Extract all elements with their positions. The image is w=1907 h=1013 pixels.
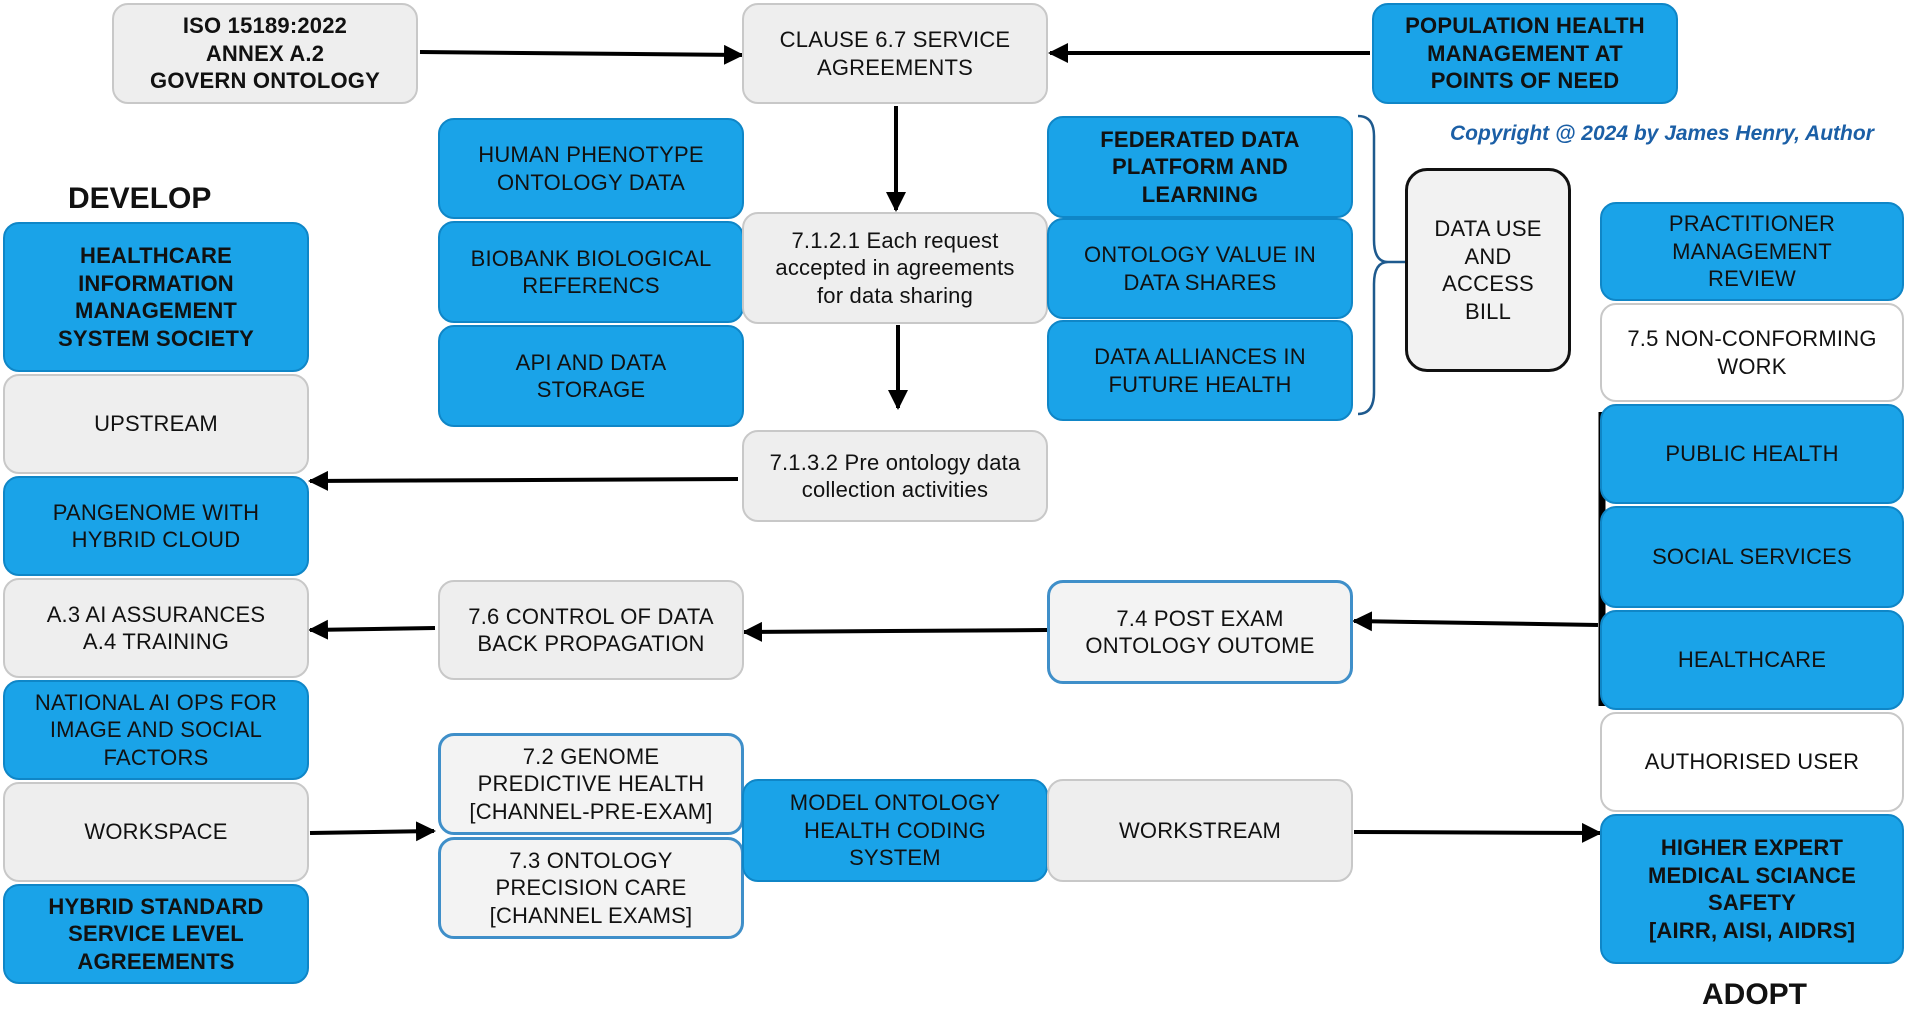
right-box-practitioner: PRACTITIONER MANAGEMENT REVIEW	[1600, 202, 1904, 301]
human-phenotype-box: HUMAN PHENOTYPE ONTOLOGY DATA	[438, 118, 744, 219]
left-box-pangenome: PANGENOME WITH HYBRID CLOUD	[3, 476, 309, 576]
arrow-pre-to-upstream	[308, 470, 739, 491]
adopt-label: ADOPT	[1702, 978, 1807, 1011]
arrow-iso-to-clause	[419, 44, 744, 65]
left-box-hybrid-standard: HYBRID STANDARD SERVICE LEVEL AGREEMENTS	[3, 884, 309, 984]
develop-label: DEVELOP	[68, 182, 212, 215]
left-box-healthcare-information: HEALTHCARE INFORMATION MANAGEMENT SYSTEM…	[3, 222, 309, 372]
left-box-upstream: UPSTREAM	[3, 374, 309, 474]
request-7-1-2-1-box: 7.1.2.1 Each request accepted in agreeme…	[742, 212, 1048, 324]
right-box-social-services: SOCIAL SERVICES	[1600, 506, 1904, 608]
biobank-box: BIOBANK BIOLOGICAL REFERENCS	[438, 221, 744, 323]
left-box-workspace: WORKSPACE	[3, 782, 309, 882]
arrow-right-to-post	[1352, 611, 1599, 632]
workstream-box: WORKSTREAM	[1047, 779, 1353, 882]
arrow-post-to-control	[742, 621, 1048, 642]
left-box-ai-assurances: A.3 AI ASSURANCES A.4 TRAINING	[3, 578, 309, 678]
right-box-authorised-user: AUTHORISED USER	[1600, 712, 1904, 812]
right-box-healthcare: HEALTHCARE	[1600, 610, 1904, 710]
ontology-value-box: ONTOLOGY VALUE IN DATA SHARES	[1047, 218, 1353, 319]
curly-bracket	[1357, 114, 1389, 416]
control-7-6-box: 7.6 CONTROL OF DATA BACK PROPAGATION	[438, 580, 744, 680]
api-data-storage-box: API AND DATA STORAGE	[438, 325, 744, 427]
left-box-national-ai-ops: NATIONAL AI OPS FOR IMAGE AND SOCIAL FAC…	[3, 680, 309, 780]
arrow-workstream-to-higher	[1353, 822, 1602, 843]
genome-7-2-box: 7.2 GENOME PREDICTIVE HEALTH [CHANNEL-PR…	[438, 733, 744, 835]
pre-ontology-7-1-3-2-box: 7.1.3.2 Pre ontology data collection act…	[742, 430, 1048, 522]
data-use-access-bill-box: DATA USE AND ACCESS BILL	[1405, 168, 1571, 372]
right-box-non-conforming: 7.5 NON-CONFORMING WORK	[1600, 303, 1904, 402]
post-exam-7-4-box: 7.4 POST EXAM ONTOLOGY OUTOME	[1047, 580, 1353, 684]
model-ontology-box: MODEL ONTOLOGY HEALTH CODING SYSTEM	[742, 779, 1048, 882]
arrow-workspace-to-genome	[309, 821, 436, 842]
data-alliances-box: DATA ALLIANCES IN FUTURE HEALTH	[1047, 320, 1353, 421]
population-health-box: POPULATION HEALTH MANAGEMENT AT POINTS O…	[1372, 3, 1678, 104]
precision-care-7-3-box: 7.3 ONTOLOGY PRECISION CARE [CHANNEL EXA…	[438, 837, 744, 939]
right-box-public-health: PUBLIC HEALTH	[1600, 404, 1904, 504]
federated-data-box: FEDERATED DATA PLATFORM AND LEARNING	[1047, 116, 1353, 218]
right-box-higher-expert: HIGHER EXPERT MEDICAL SCIANCE SAFETY [AI…	[1600, 814, 1904, 964]
copyright-text: Copyright @ 2024 by James Henry, Author	[1450, 122, 1874, 145]
clause-6-7-box: CLAUSE 6.7 SERVICE AGREEMENTS	[742, 3, 1048, 104]
iso-15189-box: ISO 15189:2022 ANNEX A.2 GOVERN ONTOLOGY	[112, 3, 418, 104]
arrow-control-to-ai-assurances	[308, 619, 436, 640]
